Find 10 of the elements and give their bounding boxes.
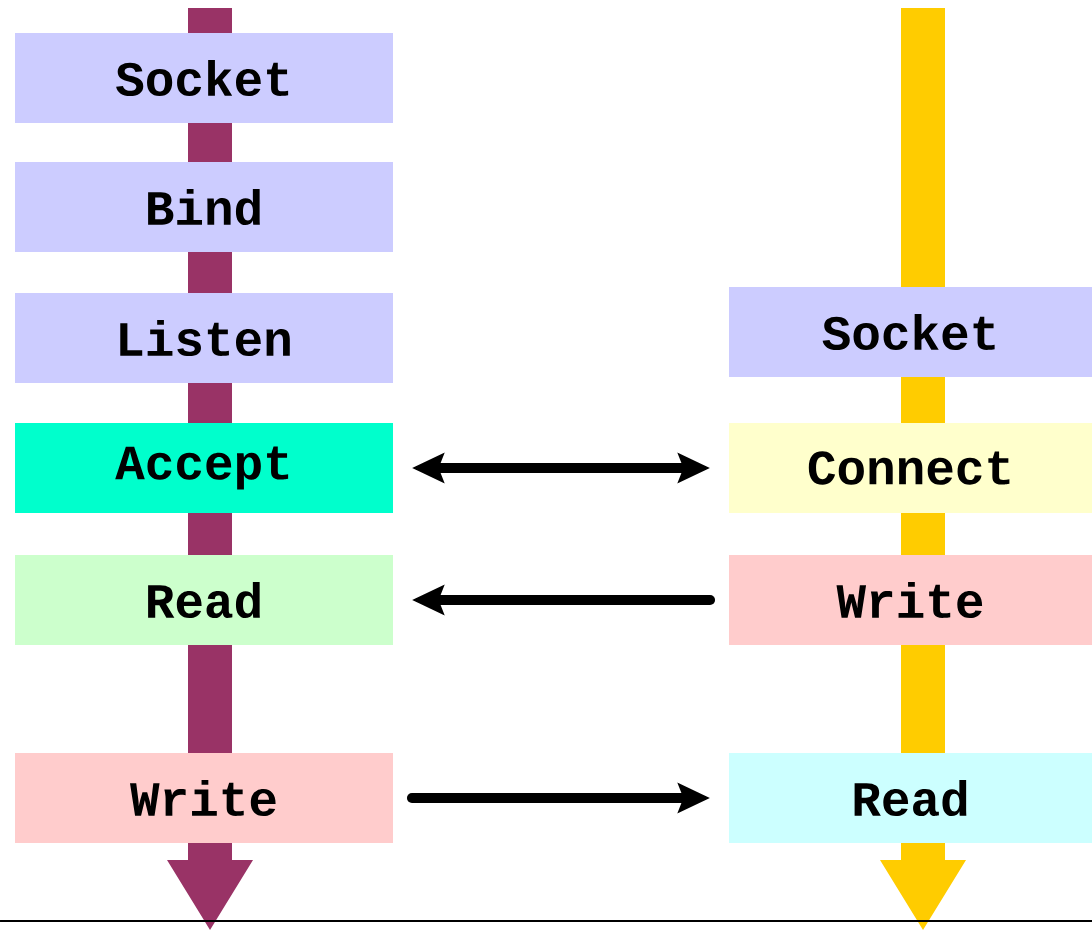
step-box: Read <box>15 555 393 645</box>
step-box: Socket <box>729 287 1092 377</box>
step-box: Listen <box>15 293 393 383</box>
step-box: Accept <box>15 423 393 513</box>
step-box: Connect <box>729 423 1092 513</box>
step-box: Bind <box>15 162 393 252</box>
step-box: Read <box>729 753 1092 843</box>
step-box: Write <box>15 753 393 843</box>
step-box: Write <box>729 555 1092 645</box>
step-box: Socket <box>15 33 393 123</box>
